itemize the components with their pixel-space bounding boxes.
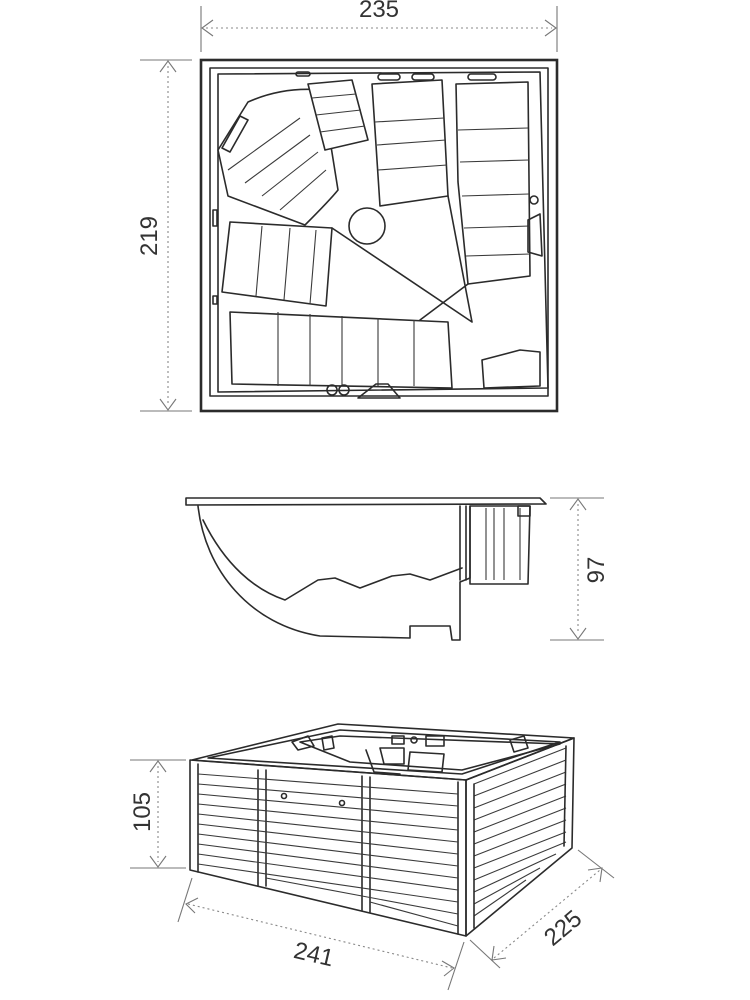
seat-bottom [229,311,453,389]
dimension-label-105: 105 [129,792,156,832]
seat-left-middle [221,221,333,307]
dimension-front-width: 241 [177,877,465,991]
seat-lounger-right [455,81,531,285]
top-view-inner-rim [209,67,549,397]
side-view-waterline [202,519,463,601]
front-view [189,723,575,937]
dimension-top-width: 235 [200,0,558,52]
side-view-shell [197,505,471,641]
button-icon [529,195,539,205]
dimension-label-241: 241 [291,937,336,972]
dimension-front-height: 105 [129,759,186,869]
dimension-label-225: 225 [539,905,587,951]
dimension-side-height: 97 [550,497,610,641]
top-view-outer-rim [199,58,559,413]
side-view [185,497,547,641]
drain-circle-icon [348,207,386,245]
dimension-top-depth: 219 [136,59,192,412]
side-view-rim [185,497,547,506]
top-view-basin [217,71,549,393]
filter-icon [357,383,401,399]
side-view-equipment [469,505,531,585]
front-view-side-panel [465,737,575,937]
jet-icon [326,384,338,396]
headrest-icon [291,735,315,751]
dimension-label-97: 97 [583,557,610,584]
step-corner [481,349,541,389]
top-view [199,58,559,413]
headrest-icon [527,213,543,257]
seat-lounger-curved [217,88,339,226]
dimension-label-235: 235 [359,0,399,23]
jet-icon [338,384,350,396]
dimension-label-219: 219 [136,216,163,256]
dimension-front-depth: 225 [469,849,615,969]
